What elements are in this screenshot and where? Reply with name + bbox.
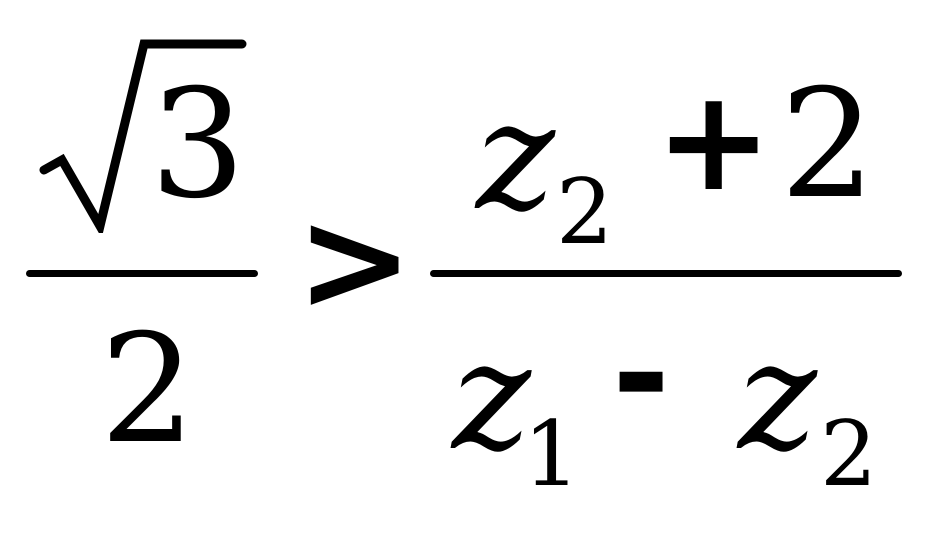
- minus-symbol: -: [612, 293, 671, 456]
- lhs-denominator: 2: [100, 303, 196, 477]
- radical-sign-icon: [39, 39, 247, 233]
- lhs-radicand: 3: [150, 58, 246, 232]
- rhs-num-subscript: 2: [556, 160, 614, 265]
- plus-symbol: +: [655, 60, 773, 223]
- lhs-fraction-bar: [26, 270, 258, 277]
- rhs-den-subscript1: 1: [523, 402, 581, 507]
- rhs-den-subscript2: 2: [820, 402, 878, 507]
- rhs-den-var1: z: [452, 310, 532, 484]
- rhs-num-var: z: [476, 70, 556, 244]
- rhs-den-var2: z: [738, 310, 818, 484]
- rhs-fraction-bar: [430, 270, 902, 277]
- greater-than-symbol: >: [296, 180, 414, 343]
- rhs-num-term: 2: [780, 58, 876, 232]
